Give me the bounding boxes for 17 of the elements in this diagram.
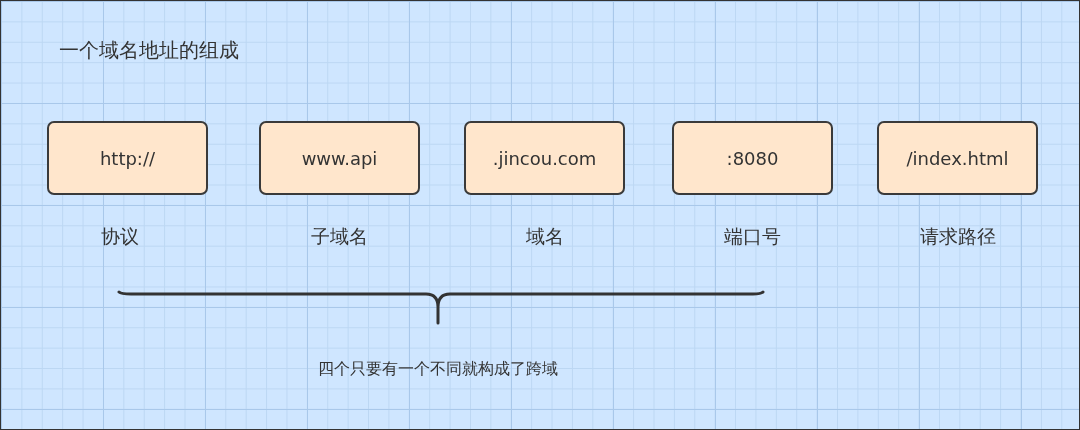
url-part-box bbox=[672, 121, 833, 195]
url-part-text: .jincou.com bbox=[492, 147, 597, 169]
url-part-text: :8080 bbox=[726, 147, 779, 169]
url-part-text: www.api bbox=[301, 147, 378, 169]
part-caption: 端口号 bbox=[724, 224, 781, 249]
part-caption: 协议 bbox=[100, 224, 139, 249]
note-text: 四个只要有一个不同就构成了跨域 bbox=[318, 359, 558, 380]
part-caption: 域名 bbox=[525, 224, 564, 249]
url-part-box bbox=[47, 121, 208, 195]
url-part-box bbox=[877, 121, 1038, 195]
url-part-box bbox=[464, 121, 625, 195]
part-caption: 子域名 bbox=[311, 224, 368, 249]
url-part-text: http:// bbox=[99, 147, 156, 169]
url-part-text: /index.html bbox=[906, 147, 1009, 169]
part-caption: 请求路径 bbox=[919, 224, 996, 249]
diagram-title: 一个域名地址的组成 bbox=[59, 37, 239, 64]
url-part-box bbox=[259, 121, 420, 195]
